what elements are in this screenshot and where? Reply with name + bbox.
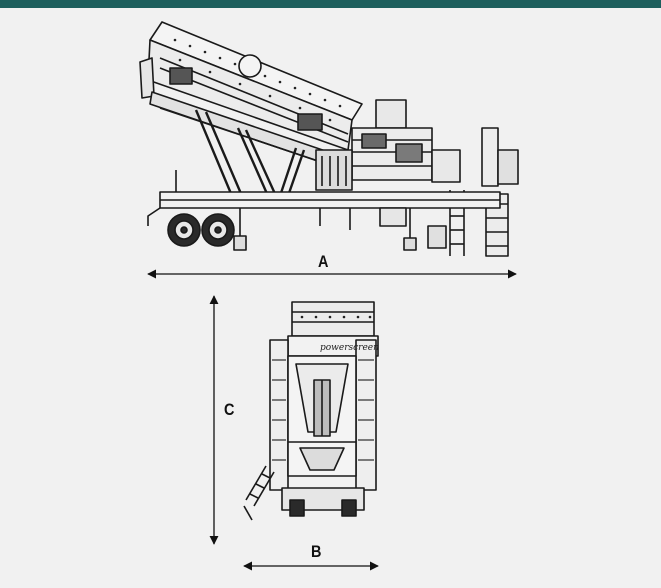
side-ladder — [243, 465, 275, 521]
wheels — [167, 213, 235, 247]
dimension-c-label: C — [224, 400, 235, 419]
header-bar — [0, 0, 661, 8]
screen-box — [139, 21, 363, 151]
dimension-a-label: A — [318, 252, 329, 271]
dimension-b-label: B — [311, 542, 322, 561]
brand-badge: powerscreen — [320, 343, 379, 353]
chassis — [147, 170, 501, 251]
side-view — [139, 21, 519, 257]
support-legs — [194, 109, 306, 197]
crusher-unit — [315, 99, 461, 191]
front-view — [243, 301, 379, 521]
